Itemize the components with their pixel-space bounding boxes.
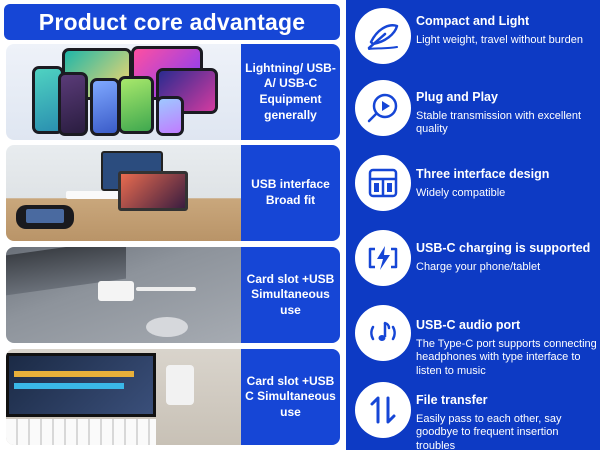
compat-label: Lightning/ USB-A/ USB-C Equipment genera… xyxy=(241,44,340,140)
play-plug-icon xyxy=(355,80,411,136)
feature-title: Three interface design xyxy=(416,167,550,181)
feather-icon xyxy=(355,8,411,64)
features-panel: Compact and Light Light weight, travel w… xyxy=(346,0,600,450)
feature-title: Compact and Light xyxy=(416,14,530,28)
feature-desc: Charge your phone/tablet xyxy=(416,260,541,273)
feature-desc: Easily pass to each other, say goodbye t… xyxy=(416,412,562,450)
feature-compact: Compact and Light Light weight, travel w… xyxy=(416,14,600,47)
feature-file-transfer: File transfer Easily pass to each other,… xyxy=(416,393,600,450)
page-title: Product core advantage xyxy=(4,4,340,40)
mat-photo xyxy=(6,247,241,343)
interface-grid-icon xyxy=(355,155,411,211)
feature-usbc-charging: USB-C charging is supported Charge your … xyxy=(416,241,600,274)
feature-three-interface: Three interface design Widely compatible xyxy=(416,167,600,200)
feature-title: USB-C audio port xyxy=(416,318,521,332)
feature-desc: Stable transmission with excellent quali… xyxy=(416,109,582,136)
feature-desc: Widely compatible xyxy=(416,186,506,199)
compat-row-devices: Lightning/ USB-A/ USB-C Equipment genera… xyxy=(6,44,340,140)
desk-photo xyxy=(6,145,241,241)
feature-desc: The Type-C port supports connecting head… xyxy=(416,337,597,378)
music-note-icon xyxy=(355,305,411,361)
feature-plug-play: Plug and Play Stable transmission with e… xyxy=(416,90,600,137)
transfer-arrows-icon xyxy=(355,382,411,438)
feature-desc: Light weight, travel without burden xyxy=(416,33,583,46)
compat-label: Card slot +USB C Simultaneous use xyxy=(241,349,340,445)
compat-row-card-usbc: Card slot +USB C Simultaneous use xyxy=(6,349,340,445)
left-panel: Product core advantage Lightning/ USB-A/… xyxy=(4,4,340,445)
compat-label: Card slot +USB Simultaneous use xyxy=(241,247,340,343)
feature-title: USB-C charging is supported xyxy=(416,241,591,255)
compat-row-card-usb: Card slot +USB Simultaneous use xyxy=(6,247,340,343)
charging-battery-icon xyxy=(355,230,411,286)
compat-row-usb: USB interface Broad fit xyxy=(6,145,340,241)
feature-audio-port: USB-C audio port The Type-C port support… xyxy=(416,318,600,379)
tablet-photo xyxy=(6,349,241,445)
compat-label: USB interface Broad fit xyxy=(241,145,340,241)
feature-title: Plug and Play xyxy=(416,90,498,104)
feature-title: File transfer xyxy=(416,393,488,407)
devices-photo xyxy=(6,44,241,140)
